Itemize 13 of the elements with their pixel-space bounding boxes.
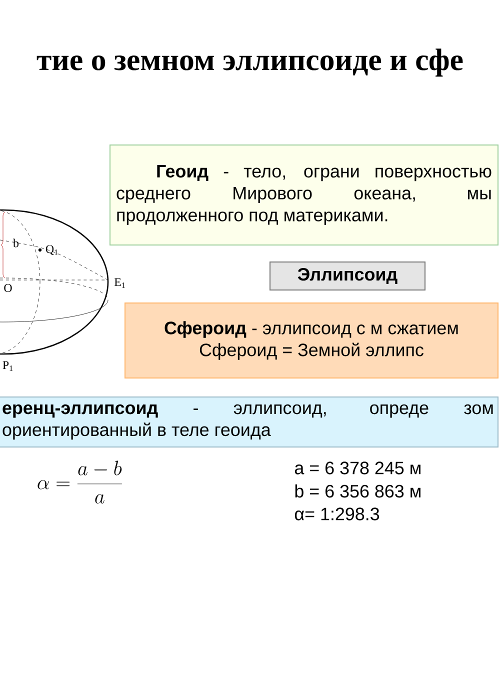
point-label: b xyxy=(13,238,19,248)
parameter-value: α= 1:298.3 xyxy=(294,508,380,520)
point-label: Q$_{1}$ xyxy=(46,245,58,255)
point-label: E$_{1}$ xyxy=(114,278,125,288)
term-box: Эллипсоид xyxy=(270,262,426,290)
title: тие о земном эллипсоиде и сфе xyxy=(36,48,463,77)
formula: $\alpha=\frac{a-b}{a}$ xyxy=(38,460,122,504)
definition-band: еренц-эллипсоид - эллипсоид, опреде зом ориентированный в теле геоида xyxy=(0,396,498,448)
definition-box: Сфероид - эллипсоид с м сжатием Сфероид = Земной эллипс xyxy=(124,302,498,378)
point-label: O xyxy=(4,284,12,292)
point-label: P$_{1}$ xyxy=(2,361,13,371)
definition-box: Геоид - тело, ограни поверхностью среднего Мирового океана, мы продолженного под материками. xyxy=(110,144,498,246)
parameter-value: b = 6 356 863 м xyxy=(295,484,420,498)
